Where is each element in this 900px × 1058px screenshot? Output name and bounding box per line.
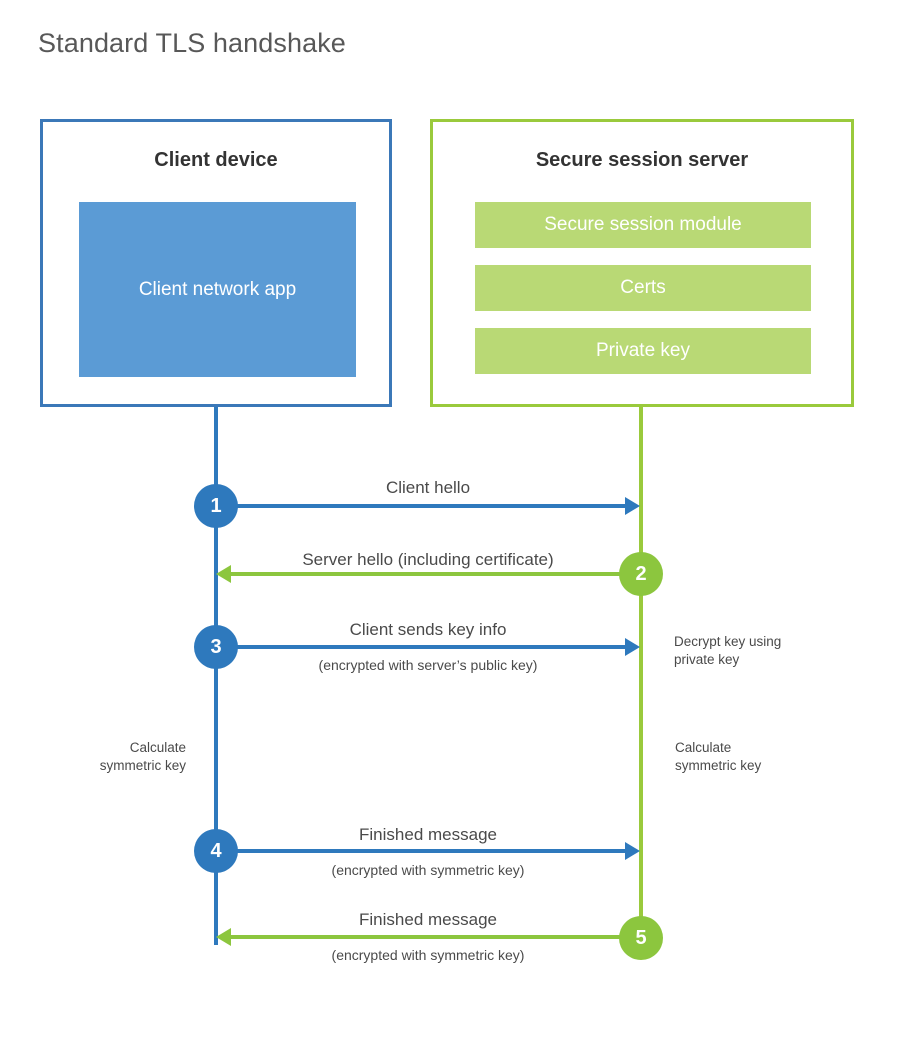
step-5-label: Finished message: [359, 910, 497, 929]
server-block-certs: Certs: [475, 265, 811, 311]
client-lifeline: [214, 407, 218, 945]
secure-session-server-box: Secure session server Secure session mod…: [430, 119, 854, 407]
step-4-sublabel: (encrypted with symmetric key): [331, 862, 525, 878]
step-5-arrow-head-icon: [216, 928, 231, 946]
step-2-arrow-head-icon: [216, 565, 231, 583]
step-3-arrow-head-icon: [625, 638, 640, 656]
client-calculate-symmetric-key-annotation: Calculate symmetric key: [99, 740, 186, 774]
step-4-arrow-head-icon: [625, 842, 640, 860]
step-3-badge: 3: [194, 625, 238, 669]
step-3-arrow-line: [216, 645, 627, 649]
server-decrypt-annotation: Decrypt key using private key: [674, 634, 782, 668]
page-title: Standard TLS handshake: [38, 28, 346, 58]
server-block-secure-session-module: Secure session module: [475, 202, 811, 248]
step-3-label: Client sends key info: [349, 620, 507, 639]
client-device-title: Client device: [154, 149, 278, 171]
step-2-arrow-line: [229, 572, 641, 576]
step-1-arrow-line: [216, 504, 627, 508]
step-4-label: Finished message: [359, 825, 497, 844]
step-1-label: Client hello: [385, 478, 471, 497]
client-device-box: Client device Client network app: [40, 119, 392, 407]
server-lifeline: [639, 407, 643, 939]
step-5-arrow-line: [229, 935, 641, 939]
step-5-badge: 5: [619, 916, 663, 960]
step-2-badge: 2: [619, 552, 663, 596]
step-5-sublabel: (encrypted with symmetric key): [331, 947, 525, 963]
server-calculate-symmetric-key-annotation: Calculate symmetric key: [675, 740, 762, 774]
secure-session-server-title: Secure session server: [535, 149, 749, 171]
client-network-app-block: Client network app: [79, 202, 356, 377]
step-1-badge: 1: [194, 484, 238, 528]
step-2-label: Server hello (including certificate): [302, 550, 554, 569]
server-block-private-key: Private key: [475, 328, 811, 374]
step-1-arrow-head-icon: [625, 497, 640, 515]
step-4-badge: 4: [194, 829, 238, 873]
step-4-arrow-line: [216, 849, 627, 853]
step-3-sublabel: (encrypted with server’s public key): [318, 657, 538, 673]
